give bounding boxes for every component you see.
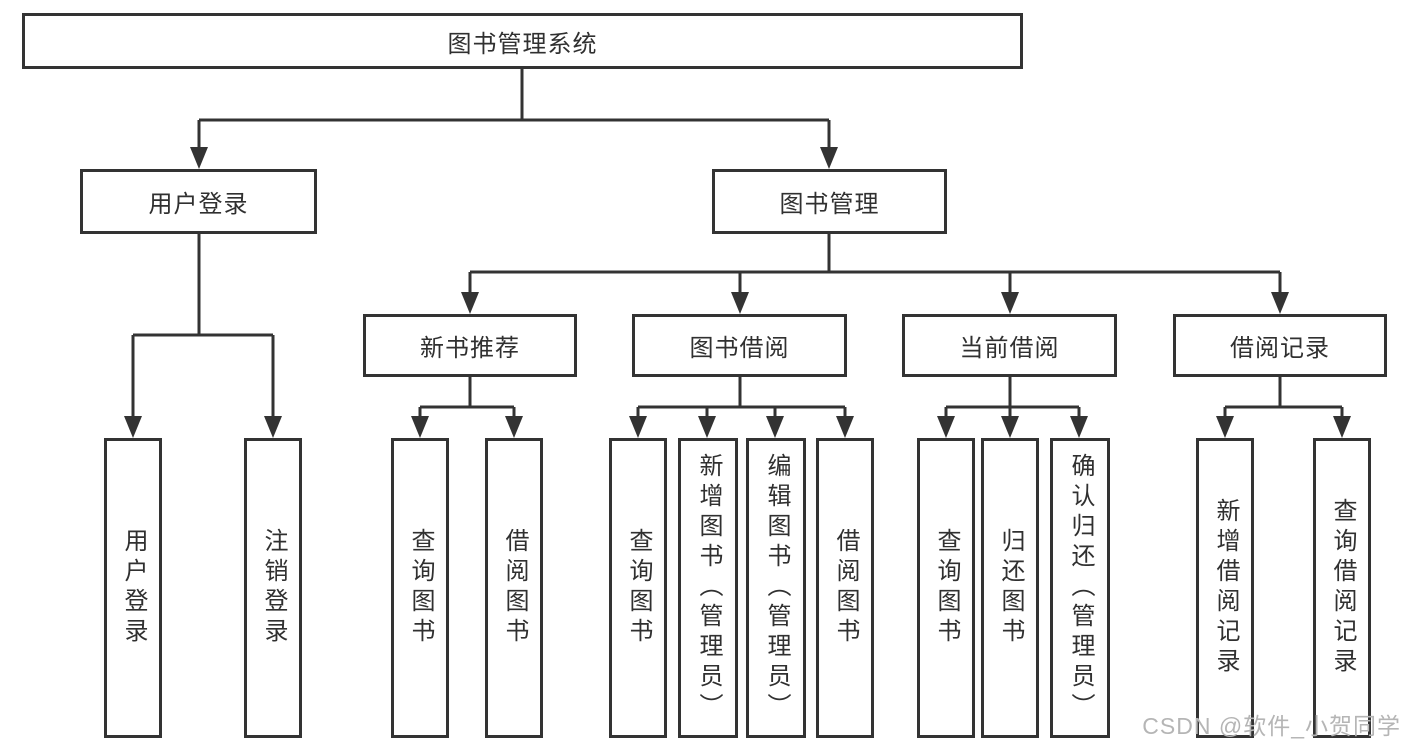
arrowhead-down-icon — [461, 292, 479, 314]
node-borrow-records-label: 借阅记录 — [1230, 335, 1330, 362]
node-user-login-branch-label: 用户登录 — [148, 191, 249, 218]
node-new-book-recommend-label: 新书推荐 — [420, 335, 520, 362]
node-leaf-return-books: 归还图书 — [981, 438, 1039, 738]
node-user-login-branch: 用户登录 — [80, 169, 317, 234]
node-new-book-recommend: 新书推荐 — [363, 314, 577, 377]
node-book-borrowing: 图书借阅 — [632, 314, 847, 377]
node-leaf-confirm-return-admin-label: 确认归还（管理员） — [1067, 453, 1094, 723]
watermark: CSDN @软件_小贺同学 — [1142, 713, 1401, 739]
arrowhead-down-icon — [1216, 416, 1234, 438]
node-leaf-current-query-books: 查询图书 — [917, 438, 975, 738]
arrowhead-down-icon — [1070, 416, 1088, 438]
node-book-borrowing-label: 图书借阅 — [689, 335, 790, 362]
node-leaf-logout-label: 注销登录 — [260, 528, 287, 648]
node-borrow-records: 借阅记录 — [1173, 314, 1387, 377]
node-leaf-borrow-books-label: 借阅图书 — [832, 528, 859, 648]
node-leaf-edit-books-admin-label: 编辑图书（管理员） — [763, 453, 790, 723]
arrowhead-down-icon — [820, 147, 838, 169]
node-leaf-user-login: 用户登录 — [104, 438, 162, 738]
node-leaf-recommend-query-books-label: 查询图书 — [407, 528, 434, 648]
node-leaf-return-books-label: 归还图书 — [997, 528, 1024, 648]
node-leaf-current-query-books-label: 查询图书 — [933, 528, 960, 648]
arrowhead-down-icon — [766, 416, 784, 438]
node-leaf-query-borrow-record-label: 查询借阅记录 — [1329, 498, 1356, 678]
arrowhead-down-icon — [937, 416, 955, 438]
node-book-management-label: 图书管理 — [779, 191, 880, 218]
arrowhead-down-icon — [124, 416, 142, 438]
node-current-borrowing-label: 当前借阅 — [959, 335, 1060, 362]
node-leaf-borrow-books: 借阅图书 — [816, 438, 874, 738]
node-leaf-query-borrow-record: 查询借阅记录 — [1313, 438, 1371, 738]
arrowhead-down-icon — [1271, 292, 1289, 314]
node-leaf-add-books-admin: 新增图书（管理员） — [678, 438, 738, 738]
node-leaf-logout: 注销登录 — [244, 438, 302, 738]
arrowhead-down-icon — [1001, 292, 1019, 314]
node-leaf-recommend-borrow-books-label: 借阅图书 — [501, 528, 528, 648]
arrowhead-down-icon — [629, 416, 647, 438]
node-library-system-label: 图书管理系统 — [447, 30, 598, 58]
node-leaf-add-borrow-record-label: 新增借阅记录 — [1212, 498, 1239, 678]
node-library-system: 图书管理系统 — [22, 13, 1023, 69]
arrowhead-down-icon — [698, 416, 716, 438]
node-leaf-recommend-borrow-books: 借阅图书 — [485, 438, 543, 738]
node-leaf-edit-books-admin: 编辑图书（管理员） — [746, 438, 806, 738]
arrowhead-down-icon — [1333, 416, 1351, 438]
arrowhead-down-icon — [264, 416, 282, 438]
node-current-borrowing: 当前借阅 — [902, 314, 1117, 377]
node-leaf-confirm-return-admin: 确认归还（管理员） — [1050, 438, 1110, 738]
node-leaf-user-login-label: 用户登录 — [120, 528, 147, 648]
arrowhead-down-icon — [836, 416, 854, 438]
node-leaf-recommend-query-books: 查询图书 — [391, 438, 449, 738]
node-leaf-add-books-admin-label: 新增图书（管理员） — [695, 453, 722, 723]
arrowhead-down-icon — [731, 292, 749, 314]
node-leaf-borrow-query-books-label: 查询图书 — [625, 528, 652, 648]
arrowhead-down-icon — [1001, 416, 1019, 438]
arrowhead-down-icon — [190, 147, 208, 169]
node-book-management: 图书管理 — [712, 169, 947, 234]
node-leaf-borrow-query-books: 查询图书 — [609, 438, 667, 738]
node-leaf-add-borrow-record: 新增借阅记录 — [1196, 438, 1254, 738]
arrowhead-down-icon — [505, 416, 523, 438]
arrowhead-down-icon — [411, 416, 429, 438]
